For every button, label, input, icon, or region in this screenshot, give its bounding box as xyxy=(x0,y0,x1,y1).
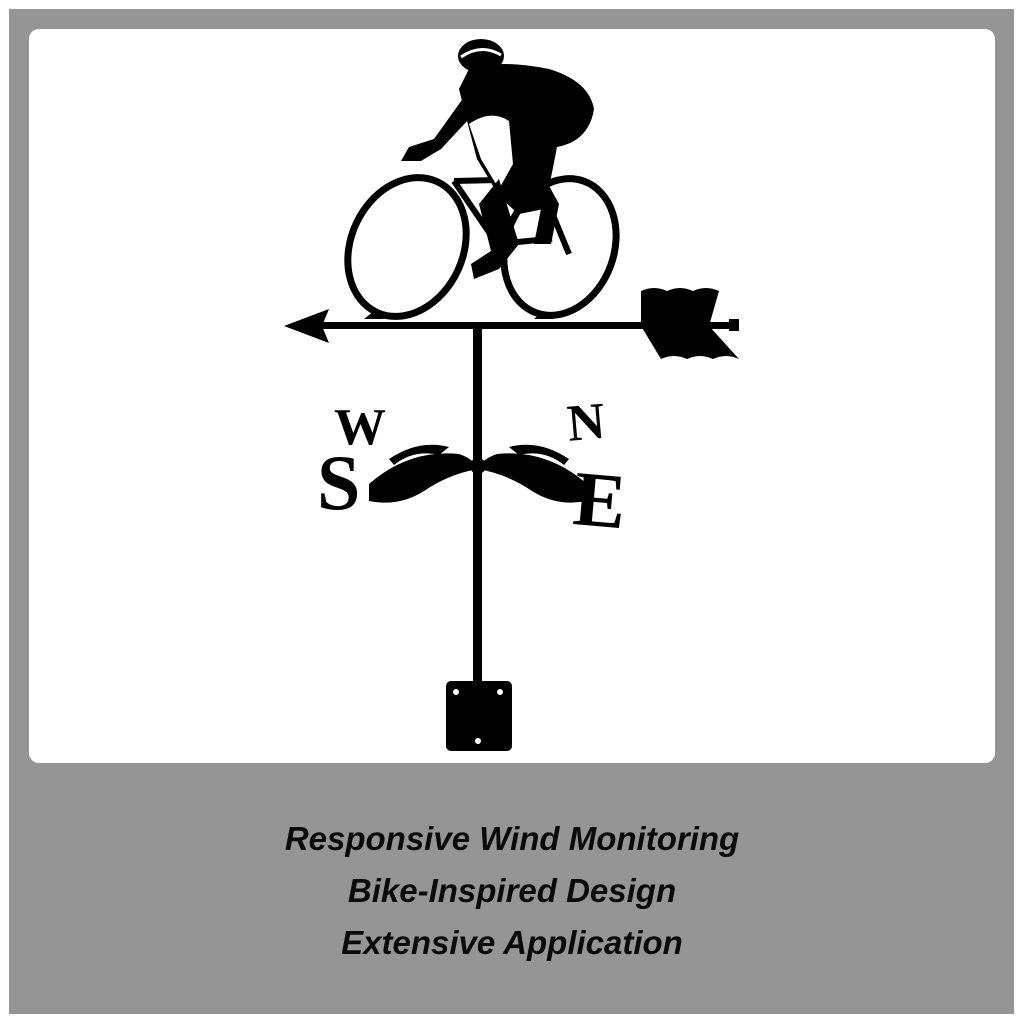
product-image-panel: W S N E xyxy=(29,29,995,763)
svg-text:S: S xyxy=(317,439,360,526)
svg-text:W: W xyxy=(334,399,386,456)
cyclist-icon xyxy=(344,39,620,320)
pole xyxy=(473,329,482,689)
svg-text:N: N xyxy=(565,393,607,453)
mounting-plate-icon xyxy=(446,681,512,751)
arrow-icon xyxy=(284,288,739,359)
compass-letters-icon: W S N E xyxy=(317,393,630,546)
feature-captions: Responsive Wind Monitoring Bike-Inspired… xyxy=(0,813,1024,969)
caption-responsive-wind-monitoring: Responsive Wind Monitoring xyxy=(284,820,740,857)
caption-extensive-application: Extensive Application xyxy=(341,924,683,961)
weathervane-illustration: W S N E xyxy=(284,39,739,751)
caption-bike-inspired-design: Bike-Inspired Design xyxy=(347,872,677,909)
